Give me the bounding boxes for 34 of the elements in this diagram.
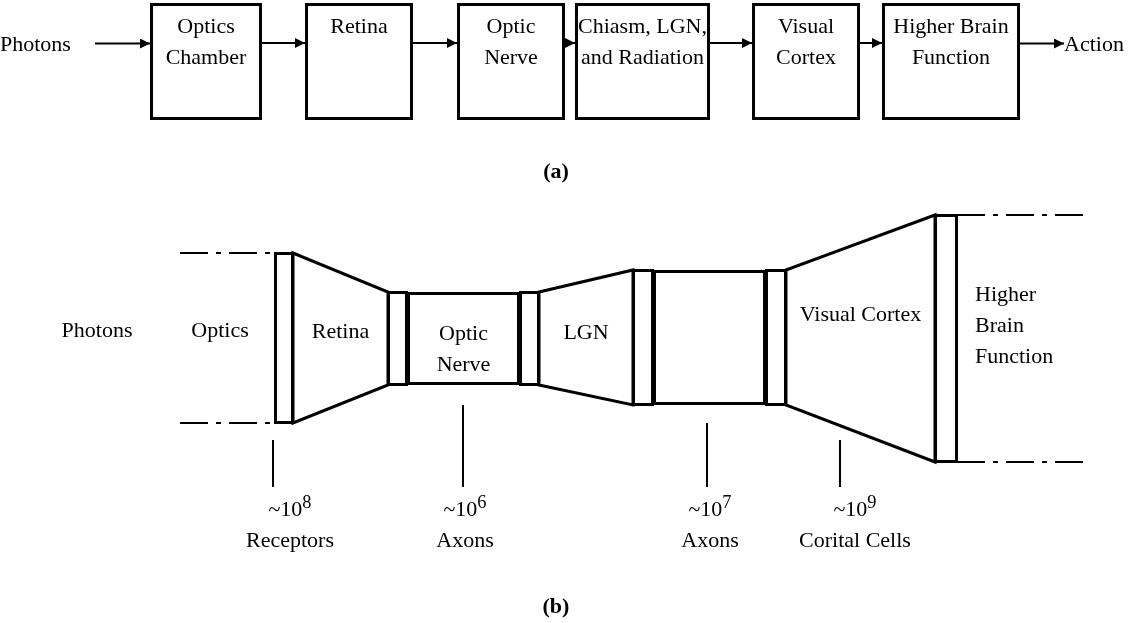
plate (766, 270, 786, 405)
process-box: Chiasm, LGN, and Radiation (575, 3, 710, 120)
panel-label: (b) (541, 592, 571, 620)
count-label: ~10$^{8}$ Receptors (230, 487, 350, 551)
plate (935, 215, 957, 462)
region-label: Optics (190, 316, 250, 344)
process-box: Optic Nerve (457, 3, 565, 120)
arrow (1019, 38, 1065, 49)
arrow (709, 38, 753, 48)
arrow (94, 38, 151, 49)
leader-line (272, 439, 274, 488)
region-label: Higher Brain Function (975, 280, 1055, 370)
panel-label: (a) (542, 157, 570, 185)
arrow (859, 38, 883, 48)
region-label: Photons (60, 316, 134, 344)
plate (520, 292, 539, 385)
arrow (564, 38, 576, 48)
process-box: Visual Cortex (752, 3, 860, 120)
plate (275, 253, 293, 423)
plate (633, 270, 653, 405)
output-label: Action (1064, 28, 1138, 59)
count-label: ~10$^{7}$ Axons (650, 487, 770, 551)
process-box: Optics Chamber (150, 3, 262, 120)
leader-line (462, 404, 464, 488)
count-label: ~10$^{6}$ Axons (405, 487, 525, 551)
input-label: Photons (0, 28, 95, 59)
arrow (261, 38, 306, 48)
process-box: Retina (305, 3, 413, 120)
count-label: ~10$^{9}$ Corital Cells (770, 487, 940, 551)
plate (388, 292, 407, 385)
leader-line (839, 439, 841, 488)
leader-line (706, 422, 708, 488)
arrow (412, 38, 458, 48)
process-box: Higher Brain Function (882, 3, 1020, 120)
